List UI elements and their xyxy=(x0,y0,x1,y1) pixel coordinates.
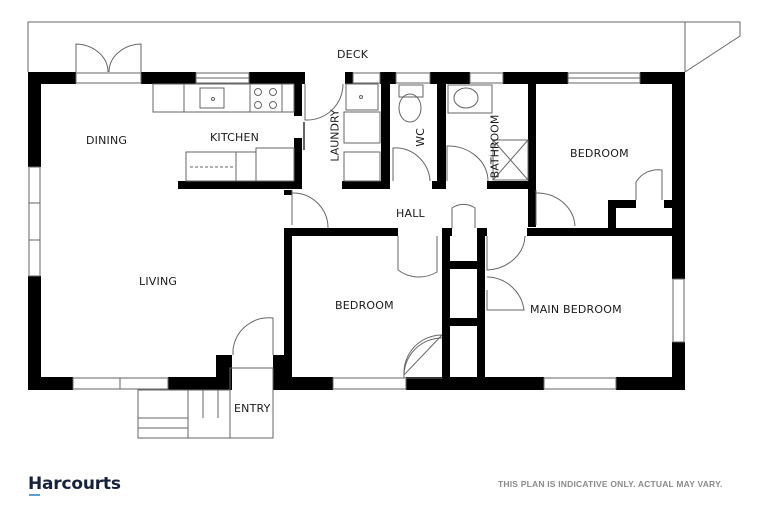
room-label-main-bedroom: MAIN BEDROOM xyxy=(530,303,622,316)
disclaimer-text: THIS PLAN IS INDICATIVE ONLY. ACTUAL MAY… xyxy=(498,479,723,489)
room-label-wc: WC xyxy=(413,128,427,147)
room-label-dining: DINING xyxy=(86,134,128,147)
room-label-deck: DECK xyxy=(337,48,369,61)
logo-accent-bar xyxy=(29,494,40,496)
deck-outline xyxy=(27,21,741,73)
kitchen-fixtures xyxy=(75,43,663,439)
room-label-bedroom-ne: BEDROOM xyxy=(570,147,629,160)
room-label-bedroom-center: BEDROOM xyxy=(335,299,394,312)
room-label-bathroom: BATHROOM xyxy=(488,114,502,179)
harcourts-logo: Harcourts xyxy=(28,474,121,494)
room-label-hall: HALL xyxy=(396,207,425,220)
walls xyxy=(28,72,685,390)
room-label-living: LIVING xyxy=(139,275,178,288)
room-label-entry: ENTRY xyxy=(234,402,271,415)
room-label-laundry: LAUNDRY xyxy=(328,109,342,162)
room-label-kitchen: KITCHEN xyxy=(210,131,260,144)
